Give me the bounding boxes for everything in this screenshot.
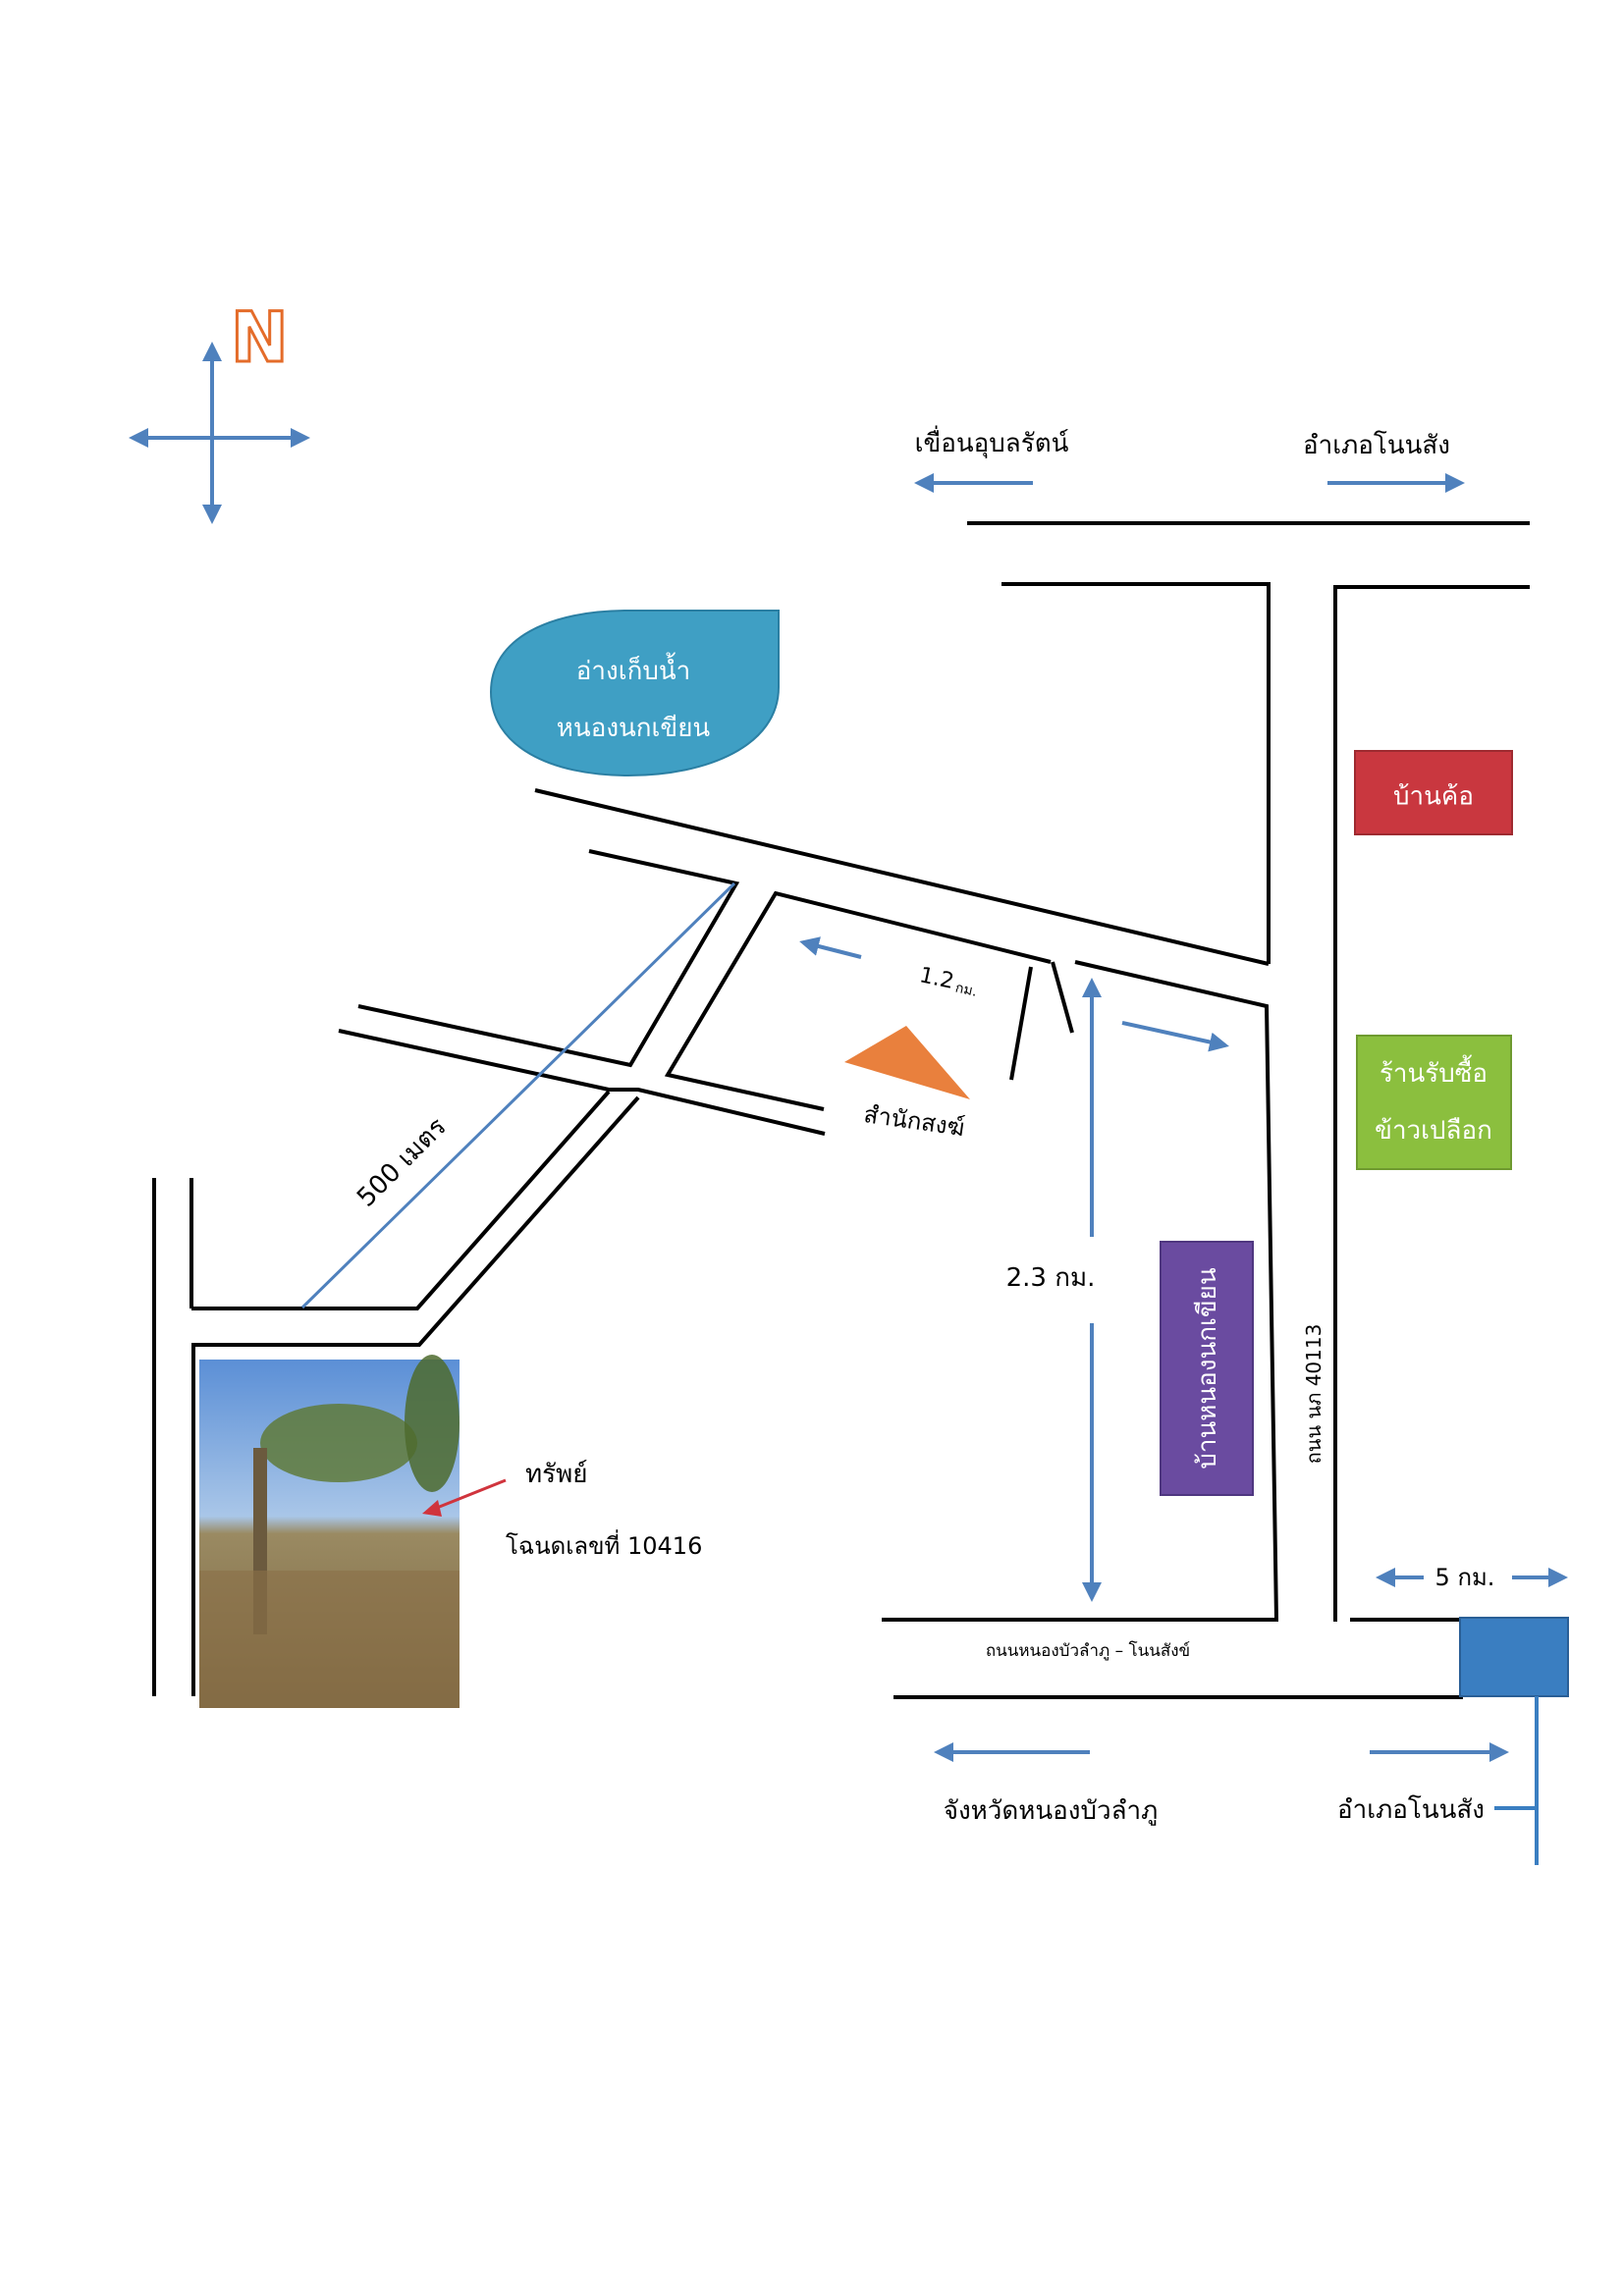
nongbualamphu-label: จังหวัดหนองบัวลำภู	[944, 1796, 1159, 1826]
reservoir-label-1: อ่างเก็บน้ำ	[576, 652, 690, 686]
rice-buyer-label-2: ข้าวเปลือก	[1375, 1116, 1492, 1146]
road-to-property-upper	[191, 1090, 611, 1310]
north-label: N	[231, 297, 289, 378]
temple-triangle-icon	[844, 1026, 970, 1099]
distance-2-3-label: 2.3 กม.	[1006, 1263, 1096, 1293]
ban-kho-label: บ้านค้อ	[1393, 782, 1474, 812]
village-box	[1160, 1241, 1254, 1496]
road-40113-label: ถนน นภ 40113	[1302, 1324, 1325, 1465]
roads	[152, 521, 1530, 1699]
dam-label: เขื่อนอุบลรัตน์	[915, 425, 1069, 458]
main-road-label: ถนนหนองบัวลำภู – โนนสังข์	[986, 1640, 1190, 1661]
road-40113-right-edge	[1333, 585, 1530, 1622]
road-left-upper	[357, 849, 740, 1068]
road-reservoir-diagonal	[534, 788, 1270, 966]
tree-canopy	[405, 1355, 460, 1492]
reservoir-label-2: หนองนกเขียน	[557, 714, 711, 743]
property-pointer-line	[426, 1478, 507, 1514]
distance-5-km: 5 กม.	[1376, 1564, 1568, 1591]
temple-marker: สำนักสงฆ์	[844, 1026, 970, 1142]
ban-kho-box	[1354, 750, 1513, 835]
road-upper-left-block	[1001, 582, 1271, 964]
arrow-icon	[1121, 1021, 1229, 1052]
direction-top-left: เขื่อนอุบลรัตน์	[914, 425, 1069, 493]
rice-buyer-label-1: ร้านรับซื้อ	[1380, 1054, 1488, 1089]
temple-label: สำนักสงฆ์	[862, 1100, 966, 1142]
reservoir: อ่างเก็บน้ำ หนองนกเขียน	[489, 610, 780, 777]
direction-bottom-left: จังหวัดหนองบัวลำภู	[934, 1742, 1159, 1826]
direction-bottom-right: อำเภอโนนสัง	[1337, 1742, 1509, 1825]
direction-top-right: อำเภอโนนสัง	[1303, 430, 1465, 493]
tree-canopy	[260, 1404, 417, 1482]
road-temple-block	[664, 890, 1052, 1111]
rice-buyer-marker: ร้านรับซื้อ ข้าวเปลือก	[1356, 1035, 1512, 1170]
junction	[1459, 1617, 1569, 1865]
road-lane-b	[1009, 966, 1033, 1081]
reservoir-shape	[489, 610, 780, 777]
distance-1-2-value: 1.2	[917, 963, 955, 994]
distance-1-2-km: 1.2 กม.	[799, 936, 1229, 1052]
road-village-block	[882, 960, 1279, 1622]
ban-kho-marker: บ้านค้อ	[1354, 750, 1513, 835]
property-name: ทรัพย์	[525, 1460, 587, 1489]
ground	[199, 1571, 460, 1708]
road-left-lower	[338, 1029, 826, 1136]
property-deed: โฉนดเลขที่ 10416	[506, 1529, 702, 1560]
compass: N	[129, 296, 310, 524]
non-sang-district-label-bottom: อำเภอโนนสัง	[1337, 1794, 1485, 1825]
distance-500-label: 500 เมตร	[352, 1112, 452, 1212]
road-to-property-lower	[191, 1095, 640, 1696]
pointer-arrowhead-icon	[422, 1500, 442, 1517]
distance-5-label: 5 กม.	[1435, 1564, 1495, 1591]
village-marker: บ้านหนองนกเขียน	[1160, 1241, 1254, 1496]
non-sang-district-label-top: อำเภอโนนสัง	[1303, 430, 1450, 460]
village-label: บ้านหนองนกเขียน	[1193, 1267, 1222, 1469]
distance-1-2-unit: กม.	[953, 981, 978, 1000]
junction-box	[1459, 1617, 1569, 1697]
road-lane-a	[1051, 961, 1074, 1034]
property-label: ทรัพย์ โฉนดเลขที่ 10416	[422, 1460, 702, 1560]
property-photo	[199, 1355, 460, 1708]
arrow-icon	[799, 936, 862, 959]
path-500-m-line	[300, 881, 736, 1309]
distance-2-3-km: 2.3 กม.	[1006, 978, 1102, 1602]
rice-buyer-box	[1356, 1035, 1512, 1170]
